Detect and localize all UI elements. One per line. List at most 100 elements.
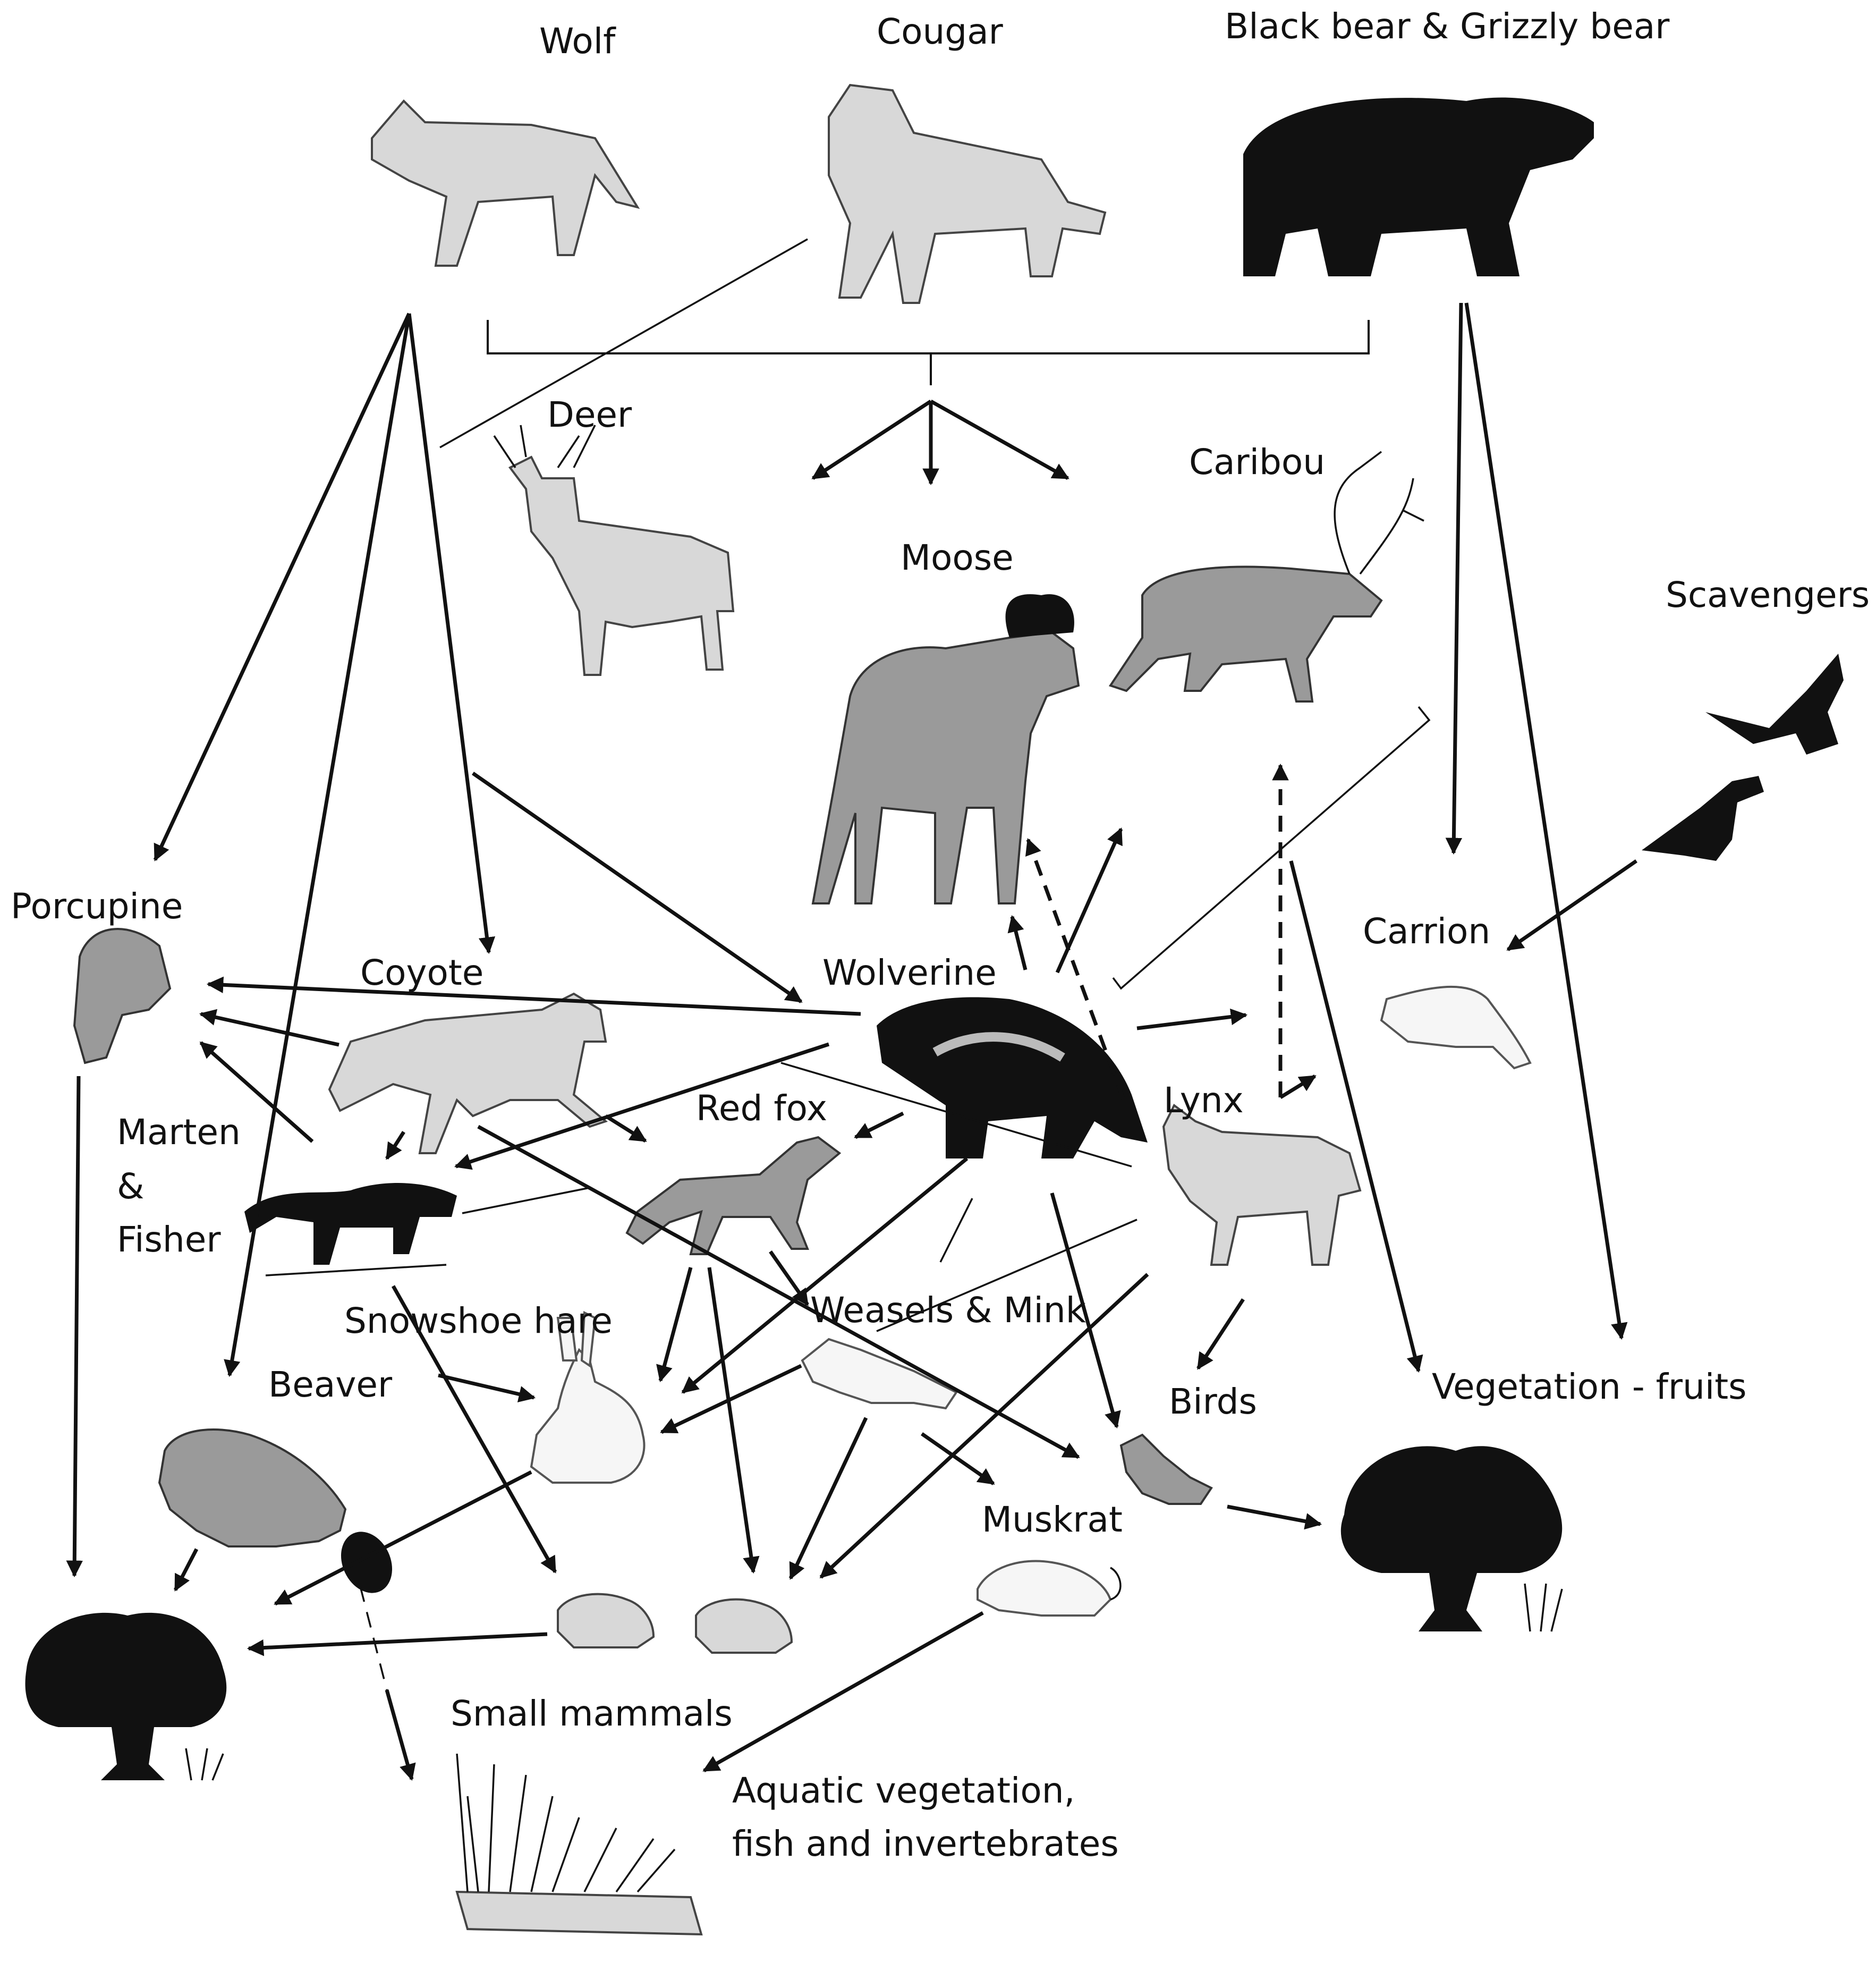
arrow-wolverine-caribou — [1055, 827, 1123, 974]
marten-figure — [244, 1183, 457, 1276]
eagle-figure — [1705, 654, 1844, 755]
moose-figure — [811, 594, 1080, 904]
arrow-bird-shrub — [1227, 1504, 1322, 1530]
label-wolf: Wolf — [539, 21, 616, 62]
food-web-links — [66, 238, 1637, 1781]
arrow-wolverine-redfox — [854, 1111, 904, 1139]
raven-figure — [1642, 776, 1764, 861]
small-mammal-figure — [695, 1598, 793, 1654]
coyote-figure — [328, 992, 608, 1154]
label-marten-2: & — [117, 1166, 144, 1207]
arrow-weasel-hare — [660, 1364, 802, 1434]
arrow-scavengers-carrion — [1506, 859, 1637, 951]
label-muskrat: Muskrat — [982, 1499, 1123, 1540]
line-beaver-aquatic-dashed — [359, 1586, 388, 1690]
label-marten-1: Marten — [117, 1112, 241, 1153]
label-aquatic-2: fish and invertebrates — [732, 1823, 1119, 1864]
arrow-wolf-coyote — [407, 313, 496, 954]
arrow-coyote-porcupine — [199, 1009, 339, 1047]
shrub-figure — [25, 1612, 227, 1781]
arrow-lynx-small-mammals — [819, 1273, 1149, 1579]
caribou-figure — [1108, 451, 1424, 703]
label-cougar: Cougar — [877, 11, 1004, 52]
arrow-redfox-small-mammals — [707, 1267, 760, 1574]
bear-figure — [1243, 97, 1594, 276]
line-wolverine-lynx — [780, 1062, 1132, 1168]
shrub-figure — [1340, 1446, 1563, 1632]
arrow-weasel-small-mammals — [788, 1417, 868, 1580]
cougar-figure — [828, 83, 1107, 304]
lynx-figure — [1162, 1103, 1362, 1266]
line-cougar-deer — [439, 238, 808, 449]
labels: Wolf Cougar Black bear & Grizzly bear De… — [11, 6, 1870, 1864]
beaver-figure — [158, 1428, 393, 1593]
arrow-wolverine-bird — [1050, 1193, 1121, 1429]
label-bears: Black bear & Grizzly bear — [1225, 6, 1670, 47]
bracket-predators — [487, 320, 1370, 385]
label-weasels-mink: Weasels & Mink — [810, 1290, 1086, 1331]
label-marten-3: Fisher — [117, 1219, 221, 1260]
label-wolverine: Wolverine — [822, 952, 997, 993]
label-moose: Moose — [901, 537, 1014, 578]
arrow-redfox-hare — [656, 1267, 693, 1383]
arrow-muskrat-aquatic — [702, 1611, 984, 1773]
label-porcupine: Porcupine — [11, 886, 183, 927]
line-caribou-lynx-bracket — [1112, 706, 1431, 990]
arrow-beaver-aquatic — [385, 1689, 416, 1781]
arrow-caribou-vegetation — [1289, 860, 1423, 1373]
arrow-marten-porcupine — [199, 1041, 314, 1143]
arrow-wolverine-hare — [681, 1157, 969, 1394]
carrion-figure — [1380, 985, 1532, 1070]
line-lynx-weasel — [876, 1219, 1138, 1332]
arrow-wolverine-carrion — [1136, 1008, 1248, 1030]
label-carrion: Carrion — [1363, 911, 1490, 952]
label-coyote: Coyote — [360, 952, 483, 993]
hare-figure — [530, 1310, 646, 1484]
wolverine-figure — [877, 997, 1148, 1158]
arrow-small-mammals-shrub — [247, 1632, 548, 1656]
label-aquatic-1: Aquatic vegetation, — [732, 1770, 1075, 1811]
arrow-wolverine-marten — [454, 1042, 830, 1170]
arrow-bracket-deer — [811, 400, 932, 480]
label-small-mammals: Small mammals — [451, 1693, 733, 1734]
weasel-figure — [801, 1338, 958, 1410]
arrow-weasel-muskrat — [921, 1432, 995, 1485]
arrow-coyote-bird — [477, 1124, 1080, 1459]
arrow-hare-label — [438, 1373, 536, 1402]
label-deer: Deer — [547, 394, 632, 435]
arrow-bear-vegetation — [1464, 302, 1628, 1340]
label-red-fox: Red fox — [696, 1088, 827, 1129]
red-fox-figure — [625, 1136, 842, 1255]
aquatic-vegetation-figure — [455, 1753, 703, 1936]
arrow-porcupine-shrub — [66, 1076, 83, 1578]
arrow-coyote-redfox — [605, 1114, 647, 1143]
arrow-lynx-moose-dashed — [1025, 838, 1126, 1101]
label-beaver: Beaver — [268, 1364, 393, 1405]
porcupine-figure — [73, 928, 172, 1064]
arrow-coyote-marten — [385, 1131, 405, 1160]
label-caribou: Caribou — [1189, 442, 1325, 483]
arrow-bear-carrion — [1445, 302, 1463, 855]
arrow-bracket-caribou — [930, 399, 1069, 480]
arrow-hare-shrub — [274, 1470, 532, 1606]
line-marten-redfox — [462, 1187, 590, 1214]
label-scavengers: Scavengers — [1666, 574, 1870, 615]
small-mammal-figure — [557, 1593, 655, 1648]
arrow-wolf-porcupine — [153, 312, 411, 861]
arrow-wolverine-porcupine — [206, 976, 861, 1016]
arrow-wolf-beaver — [224, 313, 411, 1377]
label-vegetation-fruits: Vegetation - fruits — [1432, 1366, 1746, 1407]
label-birds: Birds — [1169, 1381, 1257, 1422]
wolf-figure — [371, 99, 640, 267]
arrow-marten-small-mammals — [391, 1285, 557, 1574]
line-wolverine-weasel — [939, 1198, 973, 1263]
arrow-wolf-wolverine — [472, 772, 803, 1003]
arrow-redfox-weasel — [769, 1250, 809, 1306]
label-snowshoe-hare: Snowshoe hare — [344, 1300, 613, 1341]
arrow-lynx-carrion — [1279, 1075, 1317, 1099]
label-lynx: Lynx — [1164, 1080, 1244, 1121]
deer-figure — [493, 425, 735, 676]
arrow-beaver-shrub — [173, 1548, 199, 1592]
